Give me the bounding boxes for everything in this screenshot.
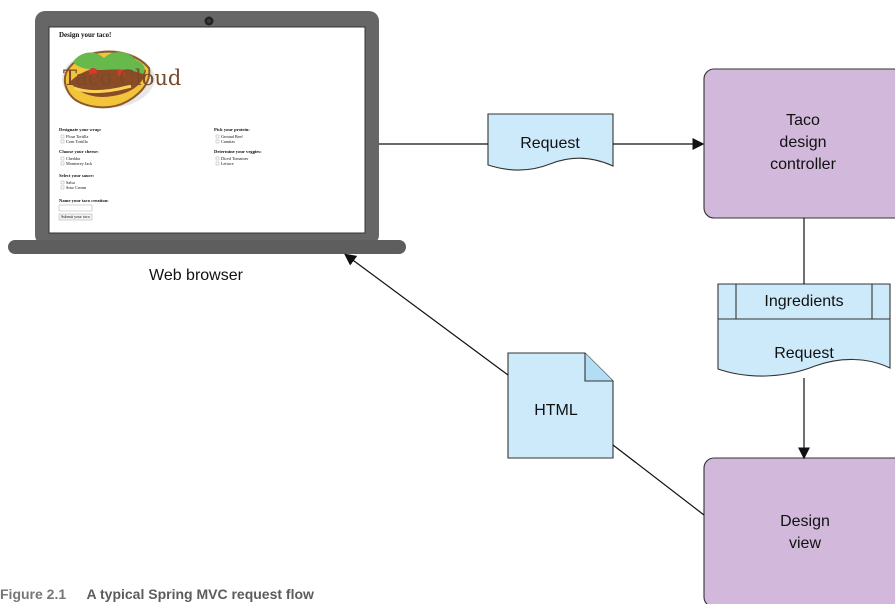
diced-tomatoes-checkbox[interactable] [215,156,220,161]
laptop-base [8,240,406,254]
monterrey-jack-checkbox[interactable] [60,161,65,166]
taco-tomato [117,69,125,77]
camera-lens [206,18,212,24]
taco-cloud-logo-text: Taco Cloud [63,66,181,90]
cheddar-checkbox[interactable] [60,156,65,161]
figure-caption-label: Figure 2.1 [0,586,66,602]
lettuce-checkbox[interactable] [215,161,220,166]
taco-meat [70,66,146,97]
figure-caption-text: A typical Spring MVC request flow [87,586,315,602]
monterrey-jack-option: Monterrey Jack [66,161,93,166]
design-view-to-html-line [612,444,705,516]
wrap-section: Designate your wrap: Flour Tortilla Corn… [59,127,102,144]
request-document: Request [487,113,614,171]
taco-tomato [89,68,97,76]
protein-section: Pick your protein: Ground Beef Carnitas [214,127,250,144]
model-request-document-shape [717,283,891,377]
design-view-label-line-1: Design [780,513,830,530]
sour-cream-checkbox[interactable] [60,185,65,190]
diced-tomatoes-option: Diced Tomatoes [221,156,249,161]
corn-tortilla-option: Corn Tortilla [66,139,88,144]
request-document-label: Request [520,135,580,152]
model-request-document: Ingredients Request [717,283,891,377]
taco-cheese [73,84,132,93]
corn-tortilla-checkbox[interactable] [60,139,65,144]
protein-heading: Pick your protein: [214,127,250,132]
submit-taco-button[interactable] [58,213,93,221]
ground-beef-checkbox[interactable] [215,134,220,139]
taco-design-controller: Taco design controller [703,68,895,219]
flour-tortilla-checkbox[interactable] [60,134,65,139]
ground-beef-option: Ground Beef [221,134,243,139]
cheese-section: Choose your cheese: Cheddar Monterrey Ja… [59,149,99,166]
taco-cloud-logo: Taco Cloud [62,50,181,109]
design-view-box [703,457,895,604]
controller-label-line-1: Taco [786,112,820,129]
sauce-section: Select your sauce: Salsa Sour Cream [59,173,95,190]
cheese-heading: Choose your cheese: [59,149,99,154]
taco-name-heading: Name your taco creation: [59,198,109,203]
salsa-option: Salsa [66,180,75,185]
figure-caption: Figure 2.1 A typical Spring MVC request … [0,586,314,602]
salsa-checkbox[interactable] [60,180,65,185]
taco-name-section: Name your taco creation: Submit your tac… [58,198,109,221]
lettuce-option: Lettuce [221,161,234,166]
carnitas-checkbox[interactable] [215,139,220,144]
design-view-label-line-2: view [789,535,821,552]
carnitas-option: Carnitas [221,139,235,144]
cheddar-option: Cheddar [66,156,81,161]
controller-label-line-2: design [779,134,826,151]
veggies-heading: Determine your veggies: [214,149,262,154]
web-browser-laptop: Design your taco! Taco Cloud Designate y… [8,11,406,254]
html-document-label: HTML [534,402,578,419]
veggies-section: Determine your veggies: Diced Tomatoes L… [214,149,262,166]
wrap-heading: Designate your wrap: [59,127,102,132]
html-document: HTML [507,352,614,459]
flour-tortilla-option: Flour Tortilla [66,134,88,139]
sour-cream-option: Sour Cream [66,185,87,190]
html-to-browser-arrow [344,253,509,376]
browser-page-title: Design your taco! [59,31,111,39]
sauce-heading: Select your sauce: [59,173,95,178]
controller-label-line-3: controller [770,156,836,173]
design-view: Design view [703,457,895,604]
model-request-label: Request [774,345,834,362]
taco-lettuce [73,52,145,74]
web-browser-caption: Web browser [149,267,244,284]
html-document-fold [584,353,613,382]
submit-taco-button-label: Submit your taco [61,214,90,219]
taco-name-input[interactable] [58,204,93,212]
model-ingredients-label: Ingredients [764,293,843,310]
request-document-shape [487,113,614,171]
